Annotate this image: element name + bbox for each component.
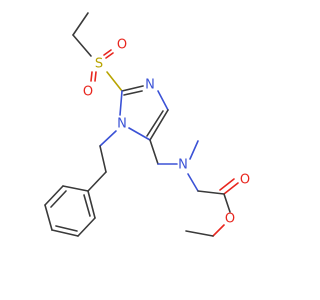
phenylpropyl-chain (87, 130, 117, 192)
bond-c5-n1 (128, 127, 151, 141)
bond-c4-c5 (149, 109, 169, 141)
bond-ch2-carbonyl (197, 190, 225, 195)
nitrogen-atom-label-ring-left: N (117, 117, 127, 132)
oxygen-atom-label-left: O (83, 85, 93, 100)
bond-s-to-ring (106, 71, 123, 92)
molecule-structure-diagram: S O O N N N O O (44, 12, 250, 237)
bond-ring-ch2 (149, 139, 159, 165)
bond-n-ch2 (187, 173, 199, 192)
bond-chain-2 (87, 171, 107, 192)
bond-benzene-6-double (83, 194, 91, 217)
bond-c2-n3-double (123, 90, 143, 96)
bond-n-methyl (189, 140, 199, 160)
bond-benzene-4 (51, 229, 79, 237)
bond-c4-c5-double (146, 110, 164, 137)
bond-s-o-top-double (103, 49, 112, 56)
atom-labels: S O O N N N O O (83, 38, 250, 227)
benzene-ring (44, 185, 96, 237)
bond-s-o-top (105, 52, 114, 59)
bond-n3-c4 (157, 90, 169, 111)
bond-benzene-2 (44, 185, 64, 206)
bond-c-o-double-a (223, 182, 239, 195)
bond-n1-chain (99, 130, 117, 147)
bond-c2-n3 (121, 85, 144, 92)
oxygen-atom-label-top: O (117, 38, 127, 53)
bond-n1-c2 (119, 90, 123, 116)
bond-c-o-double-b (219, 178, 235, 191)
bond-s-o-left-double (94, 71, 97, 82)
bond-carbonyl-o (223, 193, 231, 213)
sulfur-atom-label: S (95, 57, 103, 72)
oxygen-atom-label-ester: O (225, 212, 235, 227)
bond-chain-1 (99, 145, 107, 173)
bond-benzene-1 (62, 185, 89, 192)
bond-benzene-6 (87, 190, 96, 219)
amino-ester-chain (149, 139, 239, 237)
bond-benzene-3 (44, 204, 53, 231)
bond-s-o-left (90, 71, 93, 82)
bond-o-ethyl (212, 224, 225, 237)
nitrogen-atom-label-amine: N (178, 158, 188, 173)
bond-benzene-4-double (55, 225, 78, 232)
imidazole-ring (119, 85, 169, 141)
bond-benzene-2-double (50, 190, 67, 208)
bond-ethyl-end (185, 230, 214, 237)
bond-ethyl-to-s (72, 34, 92, 57)
nitrogen-atom-label-ring-top: N (145, 78, 155, 93)
oxygen-atom-label-carbonyl: O (240, 173, 250, 188)
bond-benzene-5 (77, 217, 96, 237)
bond-ethyl-top (72, 12, 89, 36)
ethyl-sulfonyl-group (72, 12, 123, 92)
